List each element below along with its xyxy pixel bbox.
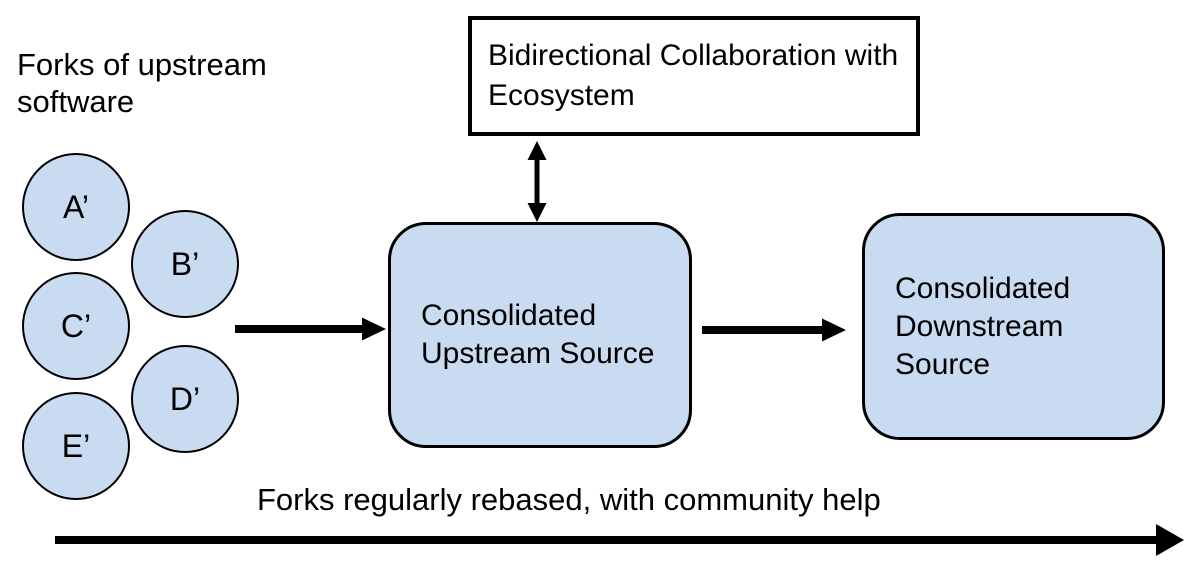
timeline-arrow: [55, 524, 1184, 556]
fork-node-c-label: C’: [60, 307, 92, 344]
fork-node-a-label: A’: [62, 188, 90, 225]
upstream-to-downstream-arrow: [702, 318, 846, 342]
rebase-caption-label: Forks regularly rebased, with community …: [257, 482, 881, 517]
fork-node-d: D’: [131, 345, 239, 453]
fork-node-e-label: E’: [61, 427, 91, 464]
fork-node-a: A’: [22, 153, 130, 261]
fork-node-e: E’: [22, 392, 130, 500]
fork-node-b-label: B’: [170, 245, 200, 282]
fork-node-d-label: D’: [169, 380, 201, 417]
downstream-source-box: Consolidated Downstream Source: [862, 213, 1165, 440]
upstream-source-box: Consolidated Upstream Source: [388, 222, 692, 448]
downstream-source-box-label: Consolidated Downstream Source: [895, 271, 1071, 381]
upstream-source-box-label: Consolidated Upstream Source: [421, 299, 655, 370]
fork-node-b: B’: [131, 210, 239, 318]
fork-node-c: C’: [22, 272, 130, 380]
collaboration-box: Bidirectional Collaboration with Ecosyst…: [468, 16, 920, 136]
forks-to-upstream-arrow: [235, 317, 386, 341]
collaboration-box-label: Bidirectional Collaboration with Ecosyst…: [488, 39, 899, 112]
forks-title-label: Forks of upstream software: [17, 47, 267, 119]
bidirectional-arrow: [527, 141, 547, 222]
